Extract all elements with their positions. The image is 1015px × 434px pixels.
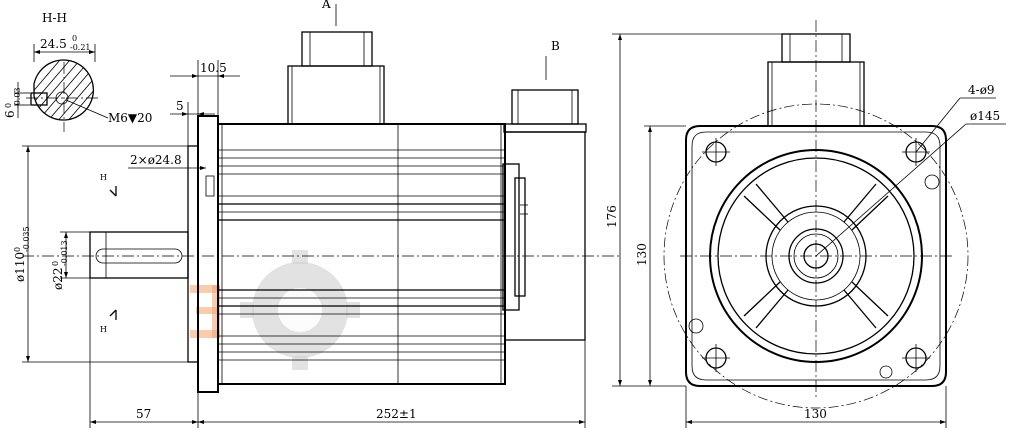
thread-label: M6▼20 bbox=[108, 111, 152, 125]
shaft-length-dim: 57 bbox=[136, 407, 151, 421]
bolt-holes-dim: 2×ø24.8 bbox=[130, 153, 182, 167]
section-key-tol-upper: 0 bbox=[4, 103, 13, 108]
pilot-tol-upper: 0 bbox=[13, 247, 22, 252]
pilot-tol-lower: -0.035 bbox=[22, 226, 31, 252]
flange-height-dim: 130 bbox=[635, 243, 649, 266]
flange-thickness-dim: 10.5 bbox=[200, 61, 227, 75]
section-view-hh: H-H 24.5 0 -0.21 bbox=[3, 11, 152, 132]
section-title: H-H bbox=[42, 11, 67, 25]
overall-height-dim: 176 bbox=[605, 205, 619, 228]
section-mark-top: H bbox=[100, 173, 107, 182]
flange-width-dim: 130 bbox=[804, 407, 827, 421]
pilot-dia-dim: ø110 bbox=[13, 252, 27, 282]
section-key-dim: 6 bbox=[3, 110, 17, 118]
holes-dim: 4-ø9 bbox=[968, 83, 995, 97]
section-width-tol-lower: -0.21 bbox=[70, 43, 91, 52]
side-view: A B bbox=[13, 0, 620, 428]
pcd-dim: ø145 bbox=[970, 109, 1000, 123]
section-width-dim: 24.5 bbox=[40, 37, 67, 51]
section-mark-bottom: H bbox=[100, 325, 107, 334]
body-length-dim: 252±1 bbox=[376, 407, 417, 421]
shaft-dia-dim: ø22 bbox=[51, 268, 65, 291]
shaft-tol-upper: 0 bbox=[51, 261, 60, 266]
front-view: 4-ø9 ø145 176 130 130 bbox=[605, 20, 1006, 428]
section-width-tol-upper: 0 bbox=[72, 34, 77, 43]
view-arrow-b-label: B bbox=[551, 39, 560, 53]
spigot-depth-dim: 5 bbox=[176, 99, 184, 113]
watermark-logo bbox=[190, 250, 360, 370]
section-key-tol-lower: -0.03 bbox=[13, 87, 22, 108]
view-arrow-a-label: A bbox=[321, 0, 331, 11]
shaft-tol-lower: -0.013 bbox=[60, 240, 69, 266]
